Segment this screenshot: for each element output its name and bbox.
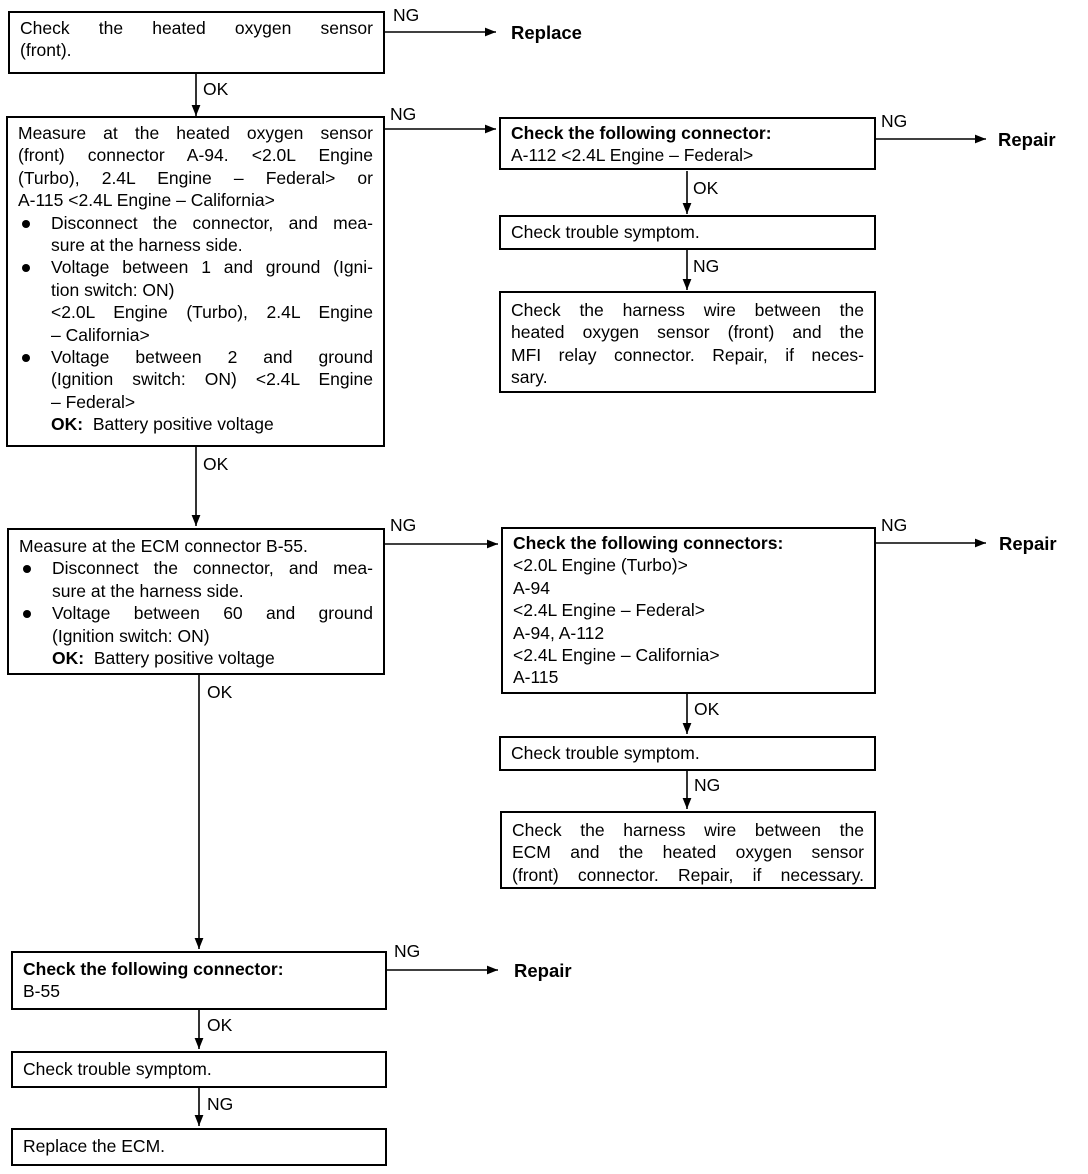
result-repair: Repair (514, 960, 572, 981)
step-text: (front) connector. Repair, if necessary. (512, 864, 864, 885)
bullet-text: – Federal> (51, 391, 136, 412)
result-replace: Replace (511, 22, 582, 43)
step-check-connector-b55: Check the following connector: B-55 (11, 951, 387, 1010)
bullet-text: sure at the harness side. (51, 235, 243, 256)
step-check-trouble-symptom: Check trouble symptom. (11, 1051, 387, 1088)
bullet-text: sure at the harness side. (52, 580, 244, 601)
step-text: heated oxygen sensor (front) and the (511, 322, 864, 343)
step-text: Check the harness wire between the (511, 300, 864, 320)
ng-label: NG (390, 104, 417, 124)
step-text: A-115 <2.4L Engine – California> (18, 190, 275, 211)
step-text: A-94 (513, 577, 550, 598)
ng-label: NG (693, 256, 720, 276)
bullet-item: Voltage between 1 and ground (Igni- (18, 256, 373, 278)
bullet-text: tion switch: ON) (51, 279, 175, 300)
ok-criterion-value: Battery positive voltage (92, 414, 274, 435)
bullet-item: Voltage between 60 and ground (19, 602, 373, 624)
step-text: Check the heated oxygen sensor (20, 18, 373, 38)
step-text: Measure at the ECM connector B-55. (19, 536, 308, 556)
step-text: A-94, A-112 (513, 622, 605, 643)
step-check-trouble-symptom: Check trouble symptom. (499, 215, 876, 250)
step-title: Check the following connector: (511, 123, 772, 143)
step-text: <2.4L Engine – California> (513, 645, 720, 666)
ng-label: NG (393, 5, 420, 25)
step-text: MFI relay connector. Repair, if neces- (511, 344, 864, 365)
step-title: Check the following connectors: (513, 533, 784, 553)
step-check-connector-a112: Check the following connector: A-112 <2.… (499, 117, 876, 170)
step-check-harness-wire-ecm: Check the harness wire between the ECM a… (500, 811, 876, 889)
step-measure-ecm-connector: Measure at the ECM connector B-55. Disco… (7, 528, 385, 675)
ok-criterion-label: OK: (51, 414, 84, 435)
bullet-text: (Ignition switch: ON) (52, 625, 210, 646)
step-text: A-115 (513, 667, 559, 688)
result-repair: Repair (999, 533, 1057, 554)
ok-label: OK (203, 79, 229, 99)
bullet-text: Disconnect the connector, and mea- (52, 558, 373, 579)
ok-criterion: OK: Battery positive voltage (19, 647, 373, 669)
ok-label: OK (207, 1015, 233, 1035)
bullet-item: Voltage between 2 and ground (18, 346, 373, 368)
bullet-text: Disconnect the connector, and mea- (51, 212, 373, 233)
ng-label: NG (881, 515, 908, 535)
bullet-text: Voltage between 1 and ground (Igni- (51, 257, 373, 278)
step-check-trouble-symptom: Check trouble symptom. (499, 736, 876, 771)
ng-label: NG (390, 515, 417, 535)
step-text: A-112 <2.4L Engine – Federal> (511, 145, 754, 166)
step-text: Replace the ECM. (23, 1136, 166, 1156)
step-check-connectors-list: Check the following connectors: <2.0L En… (501, 527, 876, 694)
step-replace-ecm: Replace the ECM. (11, 1128, 387, 1166)
ok-criterion-value: Battery positive voltage (93, 648, 275, 669)
bullet-text: (Ignition switch: ON) <2.4L Engine (51, 369, 373, 390)
ng-label: NG (694, 775, 721, 795)
step-check-harness-wire-mfi: Check the harness wire between the heate… (499, 291, 876, 393)
bullet-text: Voltage between 60 and ground (52, 603, 373, 624)
ok-label: OK (203, 454, 229, 474)
ng-label: NG (881, 111, 908, 131)
result-repair: Repair (998, 129, 1056, 150)
bullet-text: <2.0L Engine (Turbo), 2.4L Engine (51, 302, 373, 323)
step-text: (front). (20, 40, 72, 61)
ok-criterion: OK: Battery positive voltage (18, 413, 373, 435)
step-text: Check trouble symptom. (23, 1059, 212, 1079)
ng-label: NG (394, 941, 421, 961)
step-text: (Turbo), 2.4L Engine – Federal> or (18, 167, 373, 188)
bullet-text: – California> (51, 324, 150, 345)
step-text: <2.0L Engine (Turbo)> (513, 555, 688, 576)
step-text: B-55 (23, 981, 60, 1002)
bullet-text: Voltage between 2 and ground (51, 347, 373, 368)
bullet-item: Disconnect the connector, and mea- (18, 212, 373, 234)
ok-criterion-label: OK: (52, 648, 85, 669)
step-check-oxygen-sensor: Check the heated oxygen sensor (front). (8, 11, 385, 74)
step-text: ECM and the heated oxygen sensor (512, 842, 864, 863)
step-text: <2.4L Engine – Federal> (513, 600, 705, 621)
step-text: Check trouble symptom. (511, 743, 700, 763)
bullet-item: Disconnect the connector, and mea- (19, 557, 373, 579)
step-title: Check the following connector: (23, 959, 284, 979)
step-text: (front) connector A-94. <2.0L Engine (18, 145, 373, 166)
ok-label: OK (694, 699, 720, 719)
step-text: Check the harness wire between the (512, 820, 864, 840)
ok-label: OK (693, 178, 719, 198)
ng-label: NG (207, 1094, 234, 1114)
step-text: Measure at the heated oxygen sensor (18, 123, 373, 143)
ok-label: OK (207, 682, 233, 702)
step-text: Check trouble symptom. (511, 222, 700, 242)
step-text: sary. (511, 367, 548, 388)
step-measure-oxygen-sensor-connector: Measure at the heated oxygen sensor (fro… (6, 116, 385, 447)
